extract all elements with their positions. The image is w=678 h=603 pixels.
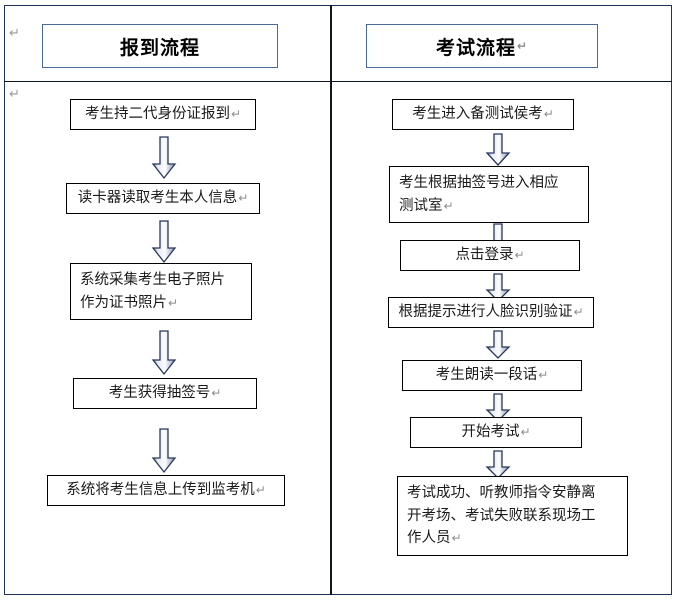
- table-row-divider: [4, 81, 672, 82]
- node-exam-3-mark: ↵: [514, 248, 525, 263]
- node-exam-2: 考生根据抽签号进入相应 测试室↵: [389, 166, 589, 223]
- node-exam-4-line-0: 根据提示进行人脸识别验证: [398, 304, 573, 321]
- node-checkin-1: 考生持二代身份证报到↵: [70, 99, 256, 130]
- node-exam-5: 考生朗读一段话↵: [402, 360, 582, 391]
- arrow-down-checkin-4: [150, 428, 178, 474]
- arrow-down-checkin-3: [150, 330, 178, 376]
- node-exam-4-mark: ↵: [573, 305, 584, 320]
- node-exam-7-mark: ↵: [451, 531, 462, 546]
- node-checkin-1-line-0: 考生持二代身份证报到: [84, 106, 230, 123]
- node-exam-5-mark: ↵: [538, 368, 549, 383]
- node-checkin-4-line-0: 考生获得抽签号: [108, 385, 211, 402]
- node-exam-1-line-0: 考生进入备测试侯考: [412, 106, 543, 123]
- node-exam-7-line-1: 开考场、考试失败联系现场工: [407, 507, 596, 524]
- column-title-checkin-text: 报到流程: [119, 36, 200, 59]
- node-checkin-3-mark: ↵: [168, 295, 179, 310]
- node-exam-1-mark: ↵: [543, 107, 554, 122]
- node-exam-2-mark: ↵: [443, 198, 454, 213]
- node-checkin-5-mark: ↵: [255, 483, 266, 498]
- pilcrow-mark-header: ↵: [9, 26, 20, 41]
- column-title-exam-text: 考试流程: [435, 36, 516, 59]
- node-checkin-2: 读卡器读取考生本人信息↵: [66, 183, 260, 214]
- node-checkin-5: 系统将考生信息上传到监考机↵: [47, 475, 285, 506]
- node-exam-6-line-0: 开始考试: [461, 424, 520, 441]
- node-checkin-5-line-0: 系统将考生信息上传到监考机: [66, 482, 255, 499]
- node-exam-4: 根据提示进行人脸识别验证↵: [388, 297, 594, 328]
- node-exam-1: 考生进入备测试侯考↵: [392, 99, 574, 130]
- node-exam-3: 点击登录↵: [400, 240, 580, 271]
- column-title-exam: 考试流程↵: [366, 24, 598, 68]
- arrow-down-exam-4: [484, 330, 512, 360]
- node-exam-5-line-0: 考生朗读一段话: [435, 367, 538, 384]
- node-checkin-4: 考生获得抽签号↵: [73, 378, 257, 409]
- pilcrow-mark-body: ↵: [9, 87, 20, 102]
- column-title-checkin: 报到流程: [42, 24, 278, 68]
- node-exam-6: 开始考试↵: [410, 417, 582, 448]
- node-exam-7-line-2: 作人员: [407, 530, 451, 547]
- node-exam-3-line-0: 点击登录: [455, 247, 514, 264]
- column-title-exam-mark: ↵: [516, 39, 529, 53]
- arrow-down-exam-5: [484, 393, 512, 423]
- table-column-divider: [330, 5, 332, 595]
- node-exam-6-mark: ↵: [520, 425, 531, 440]
- arrow-down-exam-6: [484, 450, 512, 480]
- node-exam-7: 考试成功、听教师指令安静离 开考场、考试失败联系现场工 作人员↵: [397, 476, 628, 556]
- arrow-down-checkin-1: [150, 136, 178, 180]
- document-table-border: [4, 5, 672, 595]
- node-exam-2-line-0: 考生根据抽签号进入相应: [399, 175, 559, 192]
- node-checkin-1-mark: ↵: [230, 107, 242, 122]
- node-checkin-2-mark: ↵: [238, 191, 249, 206]
- node-exam-2-line-1: 测试室: [399, 197, 443, 214]
- node-exam-7-line-0: 考试成功、听教师指令安静离: [407, 485, 596, 502]
- node-checkin-3-line-0: 系统采集考生电子照片: [80, 272, 225, 289]
- arrow-down-exam-3: [484, 273, 512, 303]
- arrow-down-exam-1: [484, 133, 512, 167]
- node-checkin-4-mark: ↵: [211, 386, 222, 401]
- node-checkin-3: 系统采集考生电子照片 作为证书照片↵: [70, 263, 252, 320]
- arrow-down-checkin-2: [150, 220, 178, 264]
- node-checkin-2-line-0: 读卡器读取考生本人信息: [77, 190, 238, 207]
- node-checkin-3-line-1: 作为证书照片: [80, 294, 167, 311]
